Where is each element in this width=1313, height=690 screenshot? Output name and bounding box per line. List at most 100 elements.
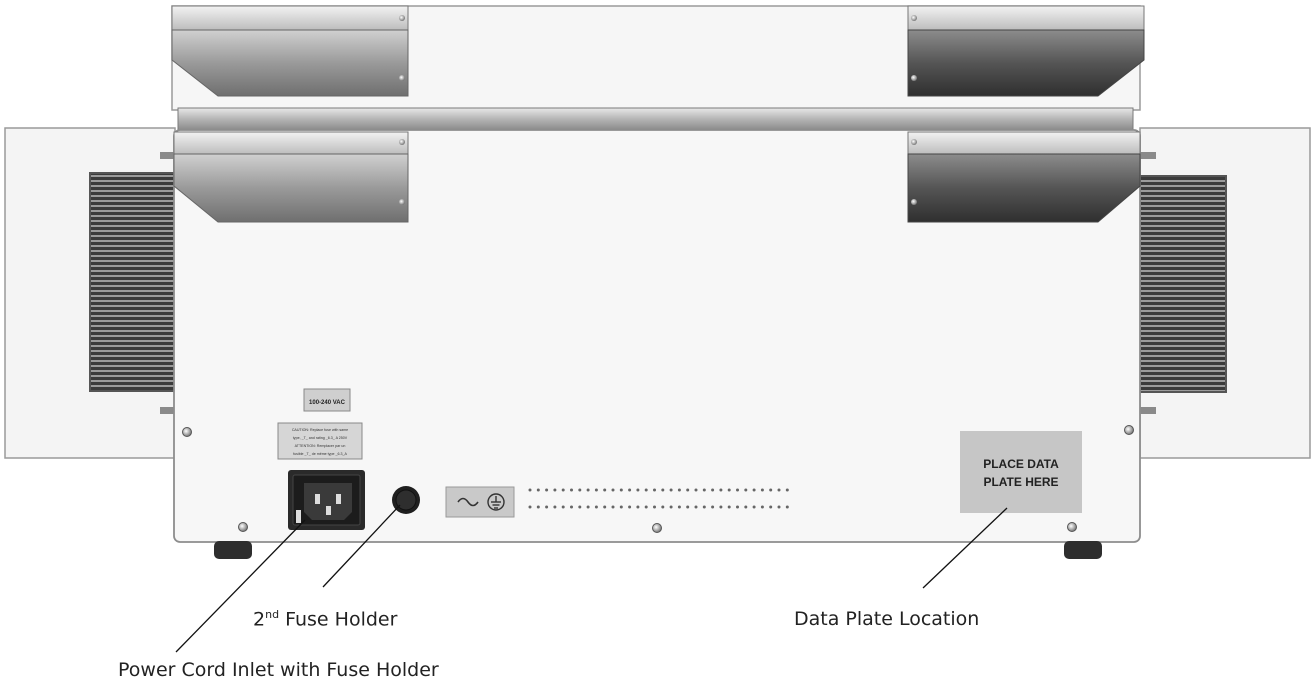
vent-dot bbox=[785, 488, 789, 492]
vent-dot bbox=[711, 505, 715, 509]
caution-label bbox=[277, 422, 363, 460]
protective-earth-icon bbox=[487, 493, 505, 511]
vent-dot bbox=[570, 505, 573, 509]
vent-dot bbox=[603, 488, 607, 492]
vent-dot bbox=[628, 488, 632, 492]
vent-dot bbox=[644, 488, 648, 492]
leader-line-power bbox=[175, 519, 306, 653]
vent-dot bbox=[644, 505, 648, 509]
vent-dot bbox=[561, 505, 565, 509]
upper-left-handle bbox=[171, 5, 409, 97]
callout-fuse-text: Fuse Holder bbox=[279, 608, 398, 631]
symbol-plate bbox=[445, 486, 515, 518]
vent-dot bbox=[536, 505, 540, 509]
vent-dot bbox=[777, 505, 781, 509]
callout-fuse-holder-2: 2nd Fuse Holder bbox=[253, 608, 397, 630]
right-vent-grille bbox=[1139, 175, 1227, 393]
vent-dot bbox=[694, 505, 698, 509]
vent-dot bbox=[594, 505, 598, 509]
callout-fuse-number: 2 bbox=[253, 608, 266, 631]
voltage-label bbox=[303, 388, 351, 412]
vent-dot bbox=[636, 505, 640, 509]
lower-right-handle bbox=[907, 131, 1141, 223]
power-cord-inlet bbox=[288, 470, 365, 530]
vent-dot bbox=[528, 505, 532, 509]
vent-dot bbox=[536, 488, 540, 492]
vent-dot bbox=[661, 488, 665, 492]
vent-dot bbox=[736, 505, 739, 509]
vent-dot bbox=[578, 505, 582, 509]
vent-dot bbox=[570, 488, 573, 492]
alternating-current-icon bbox=[457, 497, 479, 507]
vent-dot bbox=[727, 488, 731, 492]
upper-right-handle bbox=[907, 5, 1145, 97]
vent-dot bbox=[545, 505, 549, 509]
vent-dot bbox=[760, 505, 764, 509]
vent-dot bbox=[611, 505, 615, 509]
vent-dot bbox=[769, 505, 773, 509]
vent-dot bbox=[553, 488, 557, 492]
screw-bottom-right bbox=[1067, 522, 1077, 532]
vent-dot bbox=[711, 488, 715, 492]
vent-dot bbox=[528, 488, 532, 492]
vent-dot bbox=[777, 488, 781, 492]
vent-dot bbox=[561, 488, 565, 492]
right-pin-top bbox=[1140, 152, 1156, 159]
screw-bottom-left bbox=[238, 522, 248, 532]
vent-dot bbox=[719, 488, 723, 492]
vent-dot bbox=[702, 488, 706, 492]
vent-dot bbox=[727, 505, 731, 509]
caution-line-2: type, _T_ and rating _6.3_ A 250V bbox=[293, 436, 348, 440]
caution-line-1: CAUTION: Replace fuse with same bbox=[292, 428, 348, 432]
vent-dot bbox=[653, 488, 656, 492]
vent-dot bbox=[785, 505, 789, 509]
right-pin-bottom bbox=[1140, 407, 1156, 414]
vent-dot bbox=[736, 488, 739, 492]
vent-dot bbox=[619, 488, 623, 492]
vent-dot-rows bbox=[528, 488, 789, 509]
vent-dot bbox=[586, 505, 590, 509]
voltage-text: 100-240 VAC bbox=[309, 400, 346, 406]
caution-line-4: fusible _T_ de même type _6.3_A bbox=[293, 452, 347, 456]
vent-dot bbox=[669, 488, 673, 492]
vent-dot bbox=[744, 488, 748, 492]
vent-dot bbox=[661, 505, 665, 509]
vent-dot bbox=[611, 488, 615, 492]
vent-dot bbox=[760, 488, 764, 492]
vent-dot bbox=[603, 505, 607, 509]
vent-dot bbox=[653, 505, 656, 509]
lid-hinge-bar bbox=[177, 107, 1134, 131]
vent-dot bbox=[669, 505, 673, 509]
vent-dot bbox=[677, 488, 681, 492]
left-pin-top bbox=[160, 152, 174, 159]
vent-dot bbox=[636, 488, 640, 492]
foot-right bbox=[1064, 541, 1102, 559]
vent-dot bbox=[752, 505, 756, 509]
main-rear-panel bbox=[173, 129, 1141, 543]
vent-dot bbox=[619, 505, 623, 509]
vent-dot bbox=[677, 505, 681, 509]
vent-dot bbox=[702, 505, 706, 509]
callout-data-plate-location: Data Plate Location bbox=[794, 608, 980, 630]
leader-line-data-plate bbox=[922, 507, 1008, 589]
screw-right bbox=[1124, 425, 1134, 435]
callout-fuse-superscript: nd bbox=[265, 608, 280, 621]
data-plate-area bbox=[960, 431, 1082, 513]
left-vent-grille bbox=[89, 172, 177, 392]
left-pin-bottom bbox=[160, 407, 174, 414]
vent-dot bbox=[686, 505, 690, 509]
screw-bottom-center bbox=[652, 523, 662, 533]
data-plate-text-2: PLATE HERE bbox=[983, 475, 1058, 489]
leader-line-fuse2 bbox=[322, 504, 401, 588]
caution-line-3: ATTENTION: Remplacer par un bbox=[295, 444, 346, 448]
foot-left bbox=[214, 541, 252, 559]
vent-dot bbox=[752, 488, 756, 492]
vent-dot bbox=[694, 488, 698, 492]
data-plate-text-1: PLACE DATA bbox=[983, 457, 1059, 471]
screw-left bbox=[182, 427, 192, 437]
vent-dot bbox=[769, 488, 773, 492]
callout-power-cord-inlet: Power Cord Inlet with Fuse Holder bbox=[118, 659, 439, 681]
vent-dot bbox=[719, 505, 723, 509]
vent-dot bbox=[628, 505, 632, 509]
